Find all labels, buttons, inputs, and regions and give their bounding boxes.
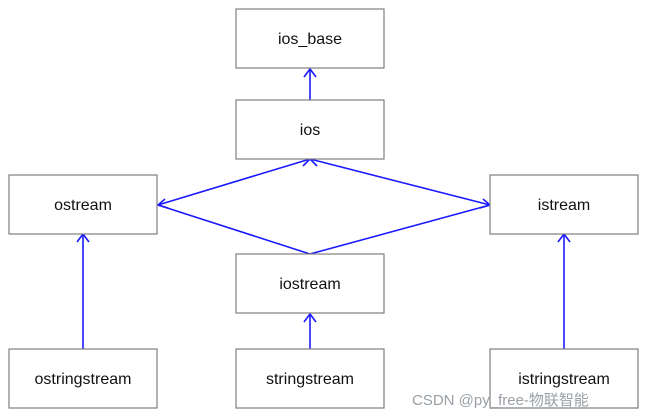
arrowhead-ostream — [156, 198, 169, 209]
node-stringstream: stringstream — [235, 348, 385, 409]
node-istringstream: istringstream — [489, 348, 639, 409]
arrowhead-ios-base — [303, 67, 317, 78]
node-ios-base: ios_base — [235, 8, 385, 69]
node-ostream: ostream — [8, 174, 158, 235]
node-ostringstream-label: ostringstream — [35, 371, 132, 388]
node-ostringstream: ostringstream — [8, 348, 158, 409]
watermark-text: CSDN @py_free-物联智能 — [412, 392, 589, 409]
node-iostream: iostream — [235, 253, 385, 314]
edge-istream-to-ios — [309, 158, 491, 206]
node-istream: istream — [489, 174, 639, 235]
node-iostream-label: iostream — [279, 276, 340, 293]
node-ios-label: ios — [300, 122, 320, 139]
node-stringstream-label: stringstream — [266, 371, 354, 388]
edge-ostream-to-ios — [157, 158, 311, 206]
node-ostream-label: ostream — [54, 197, 112, 214]
node-ios: ios — [235, 99, 385, 160]
edge-iostream-to-ostream — [157, 204, 311, 255]
edge-iostream-to-istream — [309, 204, 491, 255]
node-istream-label: istream — [538, 197, 590, 214]
node-ios-base-label: ios_base — [278, 31, 342, 48]
node-istringstream-label: istringstream — [518, 371, 610, 388]
arrowhead-iostream — [303, 312, 317, 323]
